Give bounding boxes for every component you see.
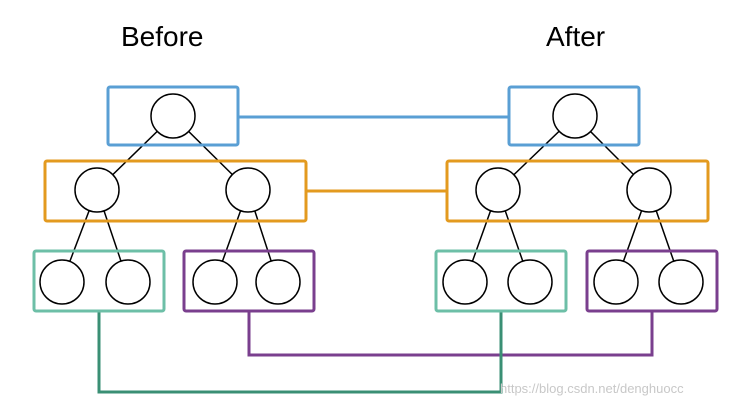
before-title: Before: [121, 21, 204, 52]
before-level-2-box: [43, 159, 308, 223]
after-level-3-left-box: [434, 249, 568, 313]
tree-node: [626, 167, 672, 213]
tree-node: [39, 259, 85, 305]
after-level-1-box: [507, 85, 641, 147]
after-title: After: [546, 21, 606, 52]
tree-node: [442, 259, 488, 305]
tree-node: [552, 93, 598, 139]
tree-node: [150, 93, 196, 139]
after-level-2-box: [445, 159, 710, 223]
tree-node: [225, 167, 271, 213]
tree-node: [475, 167, 521, 213]
tree-node: [255, 259, 301, 305]
tree-node: [192, 259, 238, 305]
before-tree: [32, 85, 316, 313]
teal-group-connector: [97, 311, 503, 394]
tree-node: [74, 167, 120, 213]
before-level-3-left-box: [32, 249, 166, 313]
tree-node: [105, 259, 151, 305]
after-level-3-right-box: [585, 249, 719, 313]
tree-node: [658, 259, 704, 305]
after-tree: [434, 85, 719, 313]
purple-group-connector: [247, 311, 654, 357]
watermark-text: https://blog.csdn.net/denghuocc: [500, 381, 684, 396]
tree-node: [593, 259, 639, 305]
tree-node: [507, 259, 553, 305]
before-level-1-box: [106, 85, 240, 147]
before-level-3-right-box: [182, 249, 316, 313]
